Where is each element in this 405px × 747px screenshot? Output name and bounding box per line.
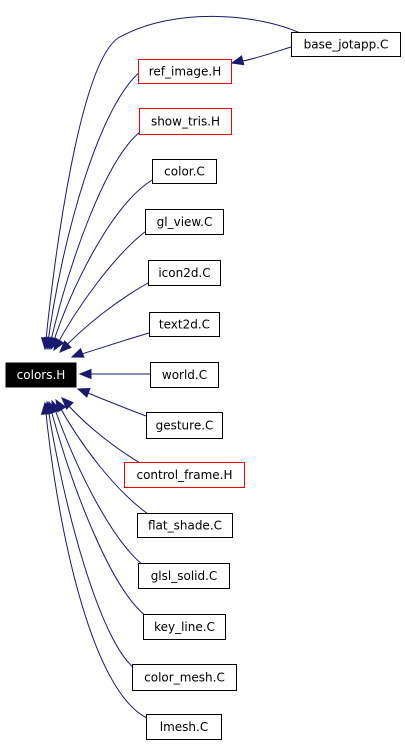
node-label-world-c: world.C — [162, 368, 207, 382]
node-world-c[interactable]: world.C — [150, 362, 219, 388]
node-box-show-tris-h — [139, 108, 232, 135]
node-label-icon2d-c: icon2d.C — [158, 266, 210, 280]
node-icon2d-c[interactable]: icon2d.C — [148, 260, 221, 286]
edge-gl-view-c-to-colors-h — [53, 230, 147, 351]
node-colors-h[interactable]: colors.H — [5, 362, 77, 388]
edge-lmesh-c-to-colors-h — [44, 402, 148, 719]
node-show-tris-h[interactable]: show_tris.H — [139, 108, 232, 135]
node-key-line-c[interactable]: key_line.C — [143, 614, 226, 640]
edge-ref-image-h-to-colors-h — [46, 71, 141, 350]
node-box-control-frame-h — [124, 462, 245, 488]
node-label-flat-shade-c: flat_shade.C — [148, 519, 222, 533]
node-box-lmesh-c — [146, 714, 222, 740]
node-label-glsl-solid-c: glsl_solid.C — [151, 569, 218, 583]
node-box-color-c — [152, 159, 217, 184]
node-box-icon2d-c — [148, 260, 221, 286]
edge-flat-shade-c-to-colors-h — [55, 399, 149, 515]
node-flat-shade-c[interactable]: flat_shade.C — [137, 513, 233, 538]
node-box-color-mesh-c — [132, 664, 237, 691]
node-label-root: colors.H — [17, 368, 66, 382]
node-label-color-c: color.C — [164, 165, 205, 179]
arrowhead-text2d-c — [70, 347, 85, 358]
node-lmesh-c[interactable]: lmesh.C — [146, 714, 222, 740]
edge-base-jotapp-c-to-ref-image-h — [242, 46, 292, 62]
node-control-frame-h[interactable]: control_frame.H — [124, 462, 245, 488]
arrowhead-icon2d-c — [59, 340, 72, 353]
node-label-text2d-c: text2d.C — [159, 318, 210, 332]
edge-key-line-c-to-colors-h — [48, 401, 147, 617]
node-box-base-jotapp-c — [291, 32, 401, 57]
node-box-glsl-solid-c — [138, 563, 230, 589]
node-gesture-c[interactable]: gesture.C — [146, 412, 223, 439]
arrowhead-world-c — [78, 368, 92, 380]
node-label-lmesh-c: lmesh.C — [160, 720, 208, 734]
arrowhead-lmesh-c — [40, 401, 52, 415]
node-label-gesture-c: gesture.C — [156, 419, 214, 433]
edge-base-jotapp-c-to-colors-h — [44, 15, 301, 350]
node-box-world-c — [150, 362, 219, 388]
node-gl-view-c[interactable]: gl_view.C — [145, 209, 224, 235]
arrowhead-control-frame-h — [61, 397, 74, 410]
node-box-root — [5, 362, 77, 388]
edge-color-mesh-c-to-colors-h — [46, 401, 135, 669]
node-label-gl-view-c: gl_view.C — [157, 215, 213, 229]
node-box-ref-image-h — [138, 59, 232, 84]
node-ref-image-h[interactable]: ref_image.H — [138, 59, 232, 84]
graph-nodes: colors.H base_jotapp.C ref_image.H show_tri… — [5, 32, 401, 740]
node-box-flat-shade-c — [137, 513, 233, 538]
node-label-ref-image-h: ref_image.H — [149, 65, 222, 79]
node-label-key-line-c: key_line.C — [154, 620, 215, 634]
arrowhead-gl-view-c — [53, 337, 65, 352]
arrowhead-gesture-c — [76, 388, 91, 398]
node-label-show-tris-h: show_tris.H — [151, 115, 220, 129]
edge-glsl-solid-c-to-colors-h — [51, 400, 144, 566]
node-box-key-line-c — [143, 614, 226, 640]
edge-color-c-to-colors-h — [50, 179, 153, 350]
graph-edges — [40, 15, 301, 719]
node-label-control-frame-h: control_frame.H — [136, 468, 232, 482]
node-color-c[interactable]: color.C — [152, 159, 217, 184]
edge-text2d-c-to-colors-h — [71, 332, 150, 358]
edge-icon2d-c-to-colors-h — [59, 282, 149, 353]
node-box-gl-view-c — [145, 209, 224, 235]
node-box-gesture-c — [146, 412, 223, 439]
node-label-color-mesh-c: color_mesh.C — [144, 671, 225, 685]
edge-show-tris-h-to-colors-h — [48, 131, 141, 350]
node-color-mesh-c[interactable]: color_mesh.C — [132, 664, 237, 691]
node-label-base-jotapp-c: base_jotapp.C — [304, 38, 389, 52]
node-glsl-solid-c[interactable]: glsl_solid.C — [138, 563, 230, 589]
node-box-text2d-c — [149, 312, 220, 337]
node-base-jotapp-c[interactable]: base_jotapp.C — [291, 32, 401, 57]
arrowhead-base-jotapp-c-to-ref-image-h — [230, 55, 245, 66]
node-text2d-c[interactable]: text2d.C — [149, 312, 220, 337]
